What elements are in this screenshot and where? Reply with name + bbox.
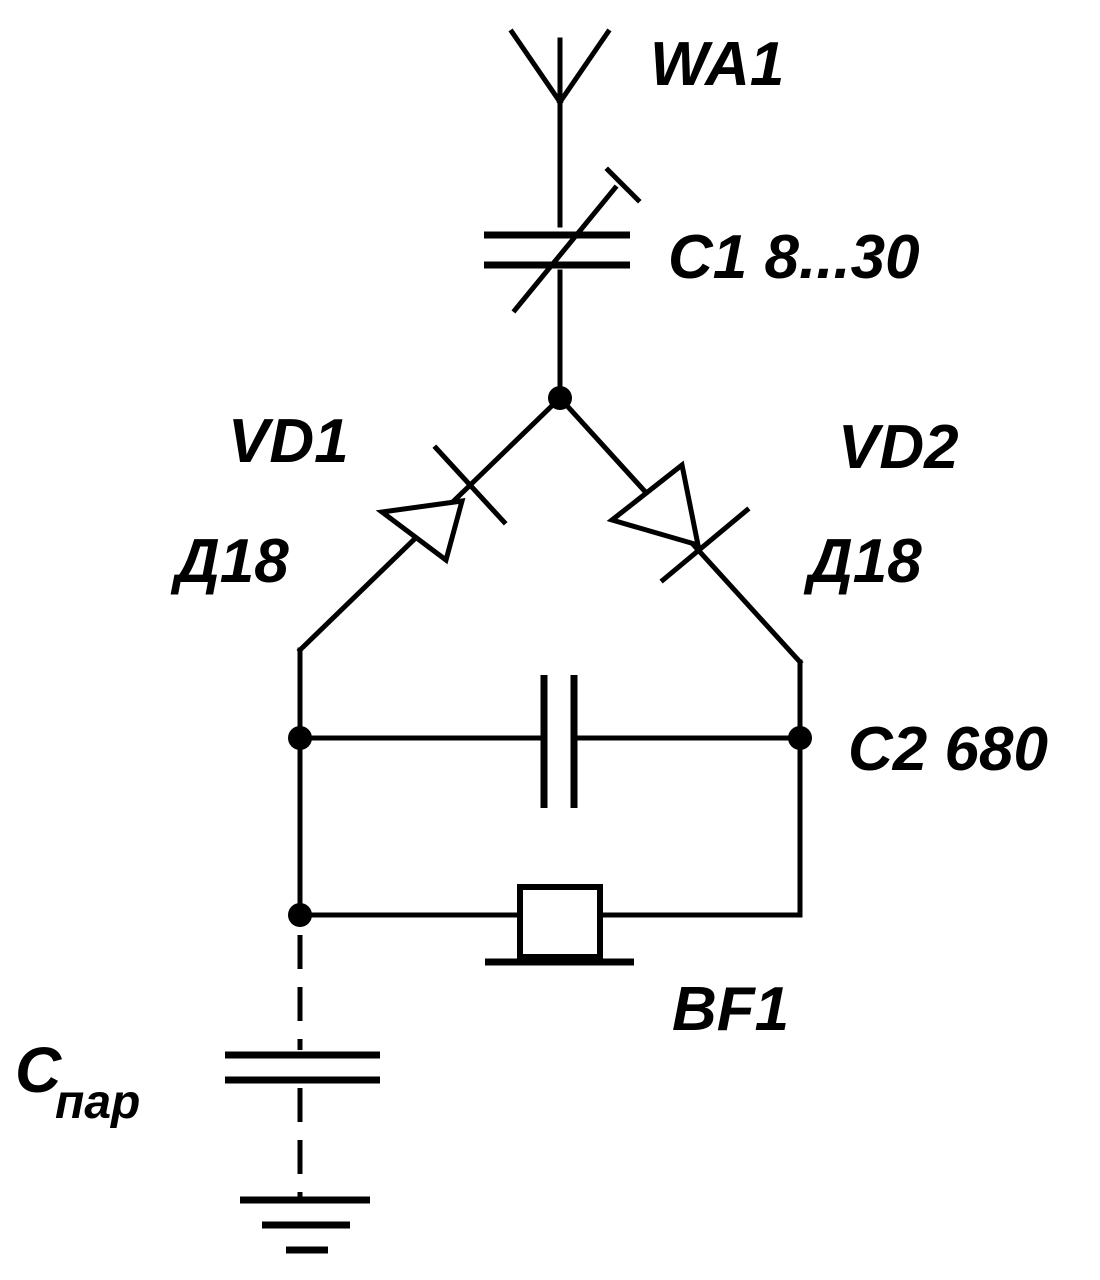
ground-symbol bbox=[240, 1196, 370, 1254]
label-vd2-ref: VD2 bbox=[838, 413, 959, 482]
label-vd2-type: Д18 bbox=[803, 527, 922, 596]
label-cpar-main: C bbox=[15, 1034, 62, 1106]
diode-vd1 bbox=[296, 394, 564, 654]
label-c2: C2 680 bbox=[848, 715, 1048, 784]
parasitic-capacitor-cpar bbox=[225, 935, 380, 1198]
label-c1: C1 8...30 bbox=[668, 223, 920, 292]
variable-capacitor-c1 bbox=[484, 166, 642, 401]
label-bf1: BF1 bbox=[672, 975, 789, 1044]
junction-node-bottom bbox=[288, 903, 312, 927]
label-vd1-type: Д18 bbox=[170, 527, 289, 596]
antenna-wa1 bbox=[508, 28, 612, 228]
label-cpar-sub: пар bbox=[55, 1076, 140, 1129]
junction-node-c2-left bbox=[288, 726, 312, 750]
earphone-bf1 bbox=[297, 884, 803, 966]
label-vd1-ref: VD1 bbox=[228, 407, 349, 476]
label-wa1: WA1 bbox=[650, 30, 784, 99]
junction-node-c2-right bbox=[788, 726, 812, 750]
capacitor-c2 bbox=[297, 675, 803, 808]
diode-vd2 bbox=[556, 394, 804, 666]
